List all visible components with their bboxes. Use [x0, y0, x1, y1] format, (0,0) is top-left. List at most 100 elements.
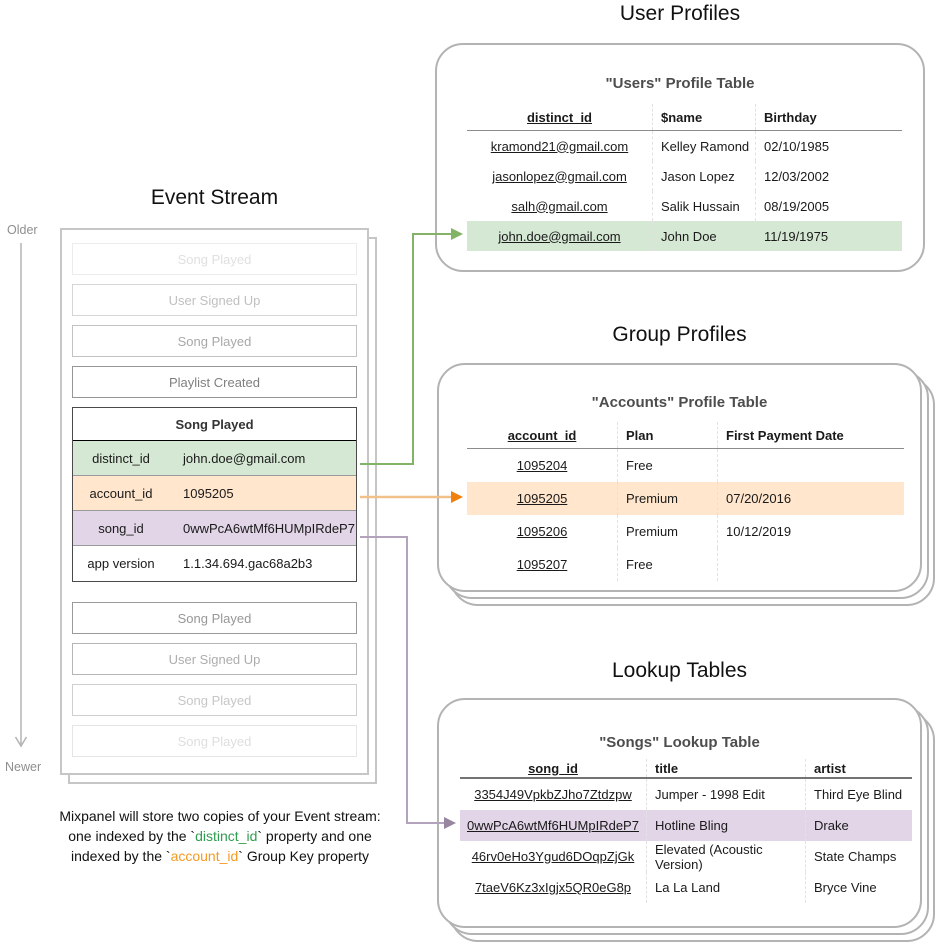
users-table: distinct_id $name Birthday kramond21@gma… — [467, 104, 902, 251]
cell-distinct-id: jasonlopez@gmail.com — [492, 168, 627, 184]
expanded-event-title: Song Played — [73, 408, 356, 441]
event-box: Song Played — [72, 325, 357, 357]
user-profiles-title: User Profiles — [619, 2, 741, 25]
table-row-highlighted: 1095205 Premium 07/20/2016 — [467, 482, 904, 515]
cell-name: Salik Hussain — [652, 191, 755, 221]
cell-artist: State Champs — [805, 841, 912, 872]
accounts-profile-card: "Accounts" Profile Table account_id Plan… — [437, 363, 922, 592]
cell-birthday: 08/19/2005 — [755, 191, 902, 221]
event-property-row-distinct-id: distinct_id john.doe@gmail.com — [73, 441, 356, 476]
event-property-row-account-id: account_id 1095205 — [73, 476, 356, 511]
cell-first-payment-date: 10/12/2019 — [717, 515, 904, 548]
property-key: app version — [87, 556, 155, 571]
cell-distinct-id: kramond21@gmail.com — [490, 138, 629, 154]
event-label: Song Played — [177, 610, 252, 626]
users-profile-card: "Users" Profile Table distinct_id $name … — [435, 43, 925, 272]
cell-artist: Drake — [805, 810, 912, 841]
event-box: Playlist Created — [72, 366, 357, 398]
column-header-plan: Plan — [617, 422, 717, 448]
property-value: 0wwPcA6wtMf6HUMpIRdeP7 — [183, 520, 355, 536]
property-key: account_id — [89, 485, 153, 501]
table-row-highlighted: 0wwPcA6wtMf6HUMpIRdeP7 Hotline Bling Dra… — [460, 810, 912, 841]
users-table-header: distinct_id $name Birthday — [467, 104, 902, 131]
cell-plan: Free — [617, 449, 717, 482]
cell-plan: Premium — [617, 482, 717, 515]
event-box: User Signed Up — [72, 643, 357, 675]
cell-song-id: 0wwPcA6wtMf6HUMpIRdeP7 — [467, 818, 639, 833]
property-value: john.doe@gmail.com — [183, 450, 306, 466]
table-row: 46rv0eHo3Ygud6DOqpZjGk Elevated (Acousti… — [460, 841, 912, 872]
cell-song-id: 46rv0eHo3Ygud6DOqpZjGk — [471, 849, 635, 864]
caption-line1: Mixpanel will store two copies of your E… — [59, 808, 381, 824]
cell-first-payment-date — [717, 548, 904, 581]
cell-name: Jason Lopez — [652, 161, 755, 191]
cell-account-id: 1095205 — [516, 491, 568, 506]
cell-title: Hotline Bling — [646, 810, 805, 841]
event-box: Song Played — [72, 602, 357, 634]
songs-lookup-card: "Songs" Lookup Table song_id title artis… — [437, 698, 922, 928]
column-header-birthday: Birthday — [755, 104, 902, 130]
cell-title: Jumper - 1998 Edit — [646, 779, 805, 810]
event-label: Song Played — [177, 333, 252, 349]
event-box: Song Played — [72, 684, 357, 716]
songs-table-title: "Songs" Lookup Table — [599, 734, 760, 751]
cell-name: John Doe — [652, 221, 755, 251]
table-row: salh@gmail.com Salik Hussain 08/19/2005 — [467, 191, 902, 221]
cell-birthday: 11/19/1975 — [755, 221, 902, 251]
event-stream-container: Song Played User Signed Up Song Played P… — [60, 228, 377, 784]
older-label: Older — [7, 223, 38, 237]
accounts-table-header: account_id Plan First Payment Date — [467, 422, 904, 449]
event-label: Playlist Created — [168, 374, 261, 390]
cell-song-id: 7taeV6Kz3xIgjx5QR0eG8p — [474, 880, 632, 895]
event-property-row-app-version: app version 1.1.34.694.gac68a2b3 — [73, 546, 356, 581]
accounts-table-title: "Accounts" Profile Table — [591, 394, 768, 411]
caption-line3-pre: indexed by the ` — [70, 848, 171, 864]
cell-title: Elevated (Acoustic Version) — [646, 841, 805, 872]
column-header-name: $name — [652, 104, 755, 130]
group-profiles-title: Group Profiles — [612, 323, 747, 346]
expanded-event-card: Song Played distinct_id john.doe@gmail.c… — [72, 407, 357, 582]
column-header-song-id: song_id — [528, 760, 578, 776]
cell-account-id: 1095204 — [516, 458, 568, 473]
cell-first-payment-date: 07/20/2016 — [717, 482, 904, 515]
cell-plan: Free — [617, 548, 717, 581]
cell-account-id: 1095206 — [516, 524, 568, 539]
caption: Mixpanel will store two copies of your E… — [30, 806, 410, 866]
caption-line2-pre: one indexed by the ` — [68, 828, 196, 844]
songs-table: song_id title artist 3354J49VpkbZJho7Ztd… — [460, 759, 912, 903]
table-row: 7taeV6Kz3xIgjx5QR0eG8p La La Land Bryce … — [460, 872, 912, 903]
event-label: User Signed Up — [168, 292, 261, 308]
column-header-account-id: account_id — [507, 427, 577, 443]
event-property-row-song-id: song_id 0wwPcA6wtMf6HUMpIRdeP7 — [73, 511, 356, 546]
caption-line3-post: ` Group Key property — [238, 848, 370, 864]
caption-distinct-id: distinct_id — [195, 828, 258, 844]
column-header-distinct-id: distinct_id — [526, 109, 592, 125]
column-header-title: title — [646, 759, 805, 777]
property-key: distinct_id — [92, 450, 150, 466]
event-label: Song Played — [177, 733, 252, 749]
column-header-first-payment-date: First Payment Date — [717, 422, 904, 448]
event-box: Song Played — [72, 725, 357, 757]
property-key: song_id — [98, 520, 144, 536]
table-row: 1095206 Premium 10/12/2019 — [467, 515, 904, 548]
table-row: jasonlopez@gmail.com Jason Lopez 12/03/2… — [467, 161, 902, 191]
cell-birthday: 02/10/1985 — [755, 131, 902, 161]
accounts-table: account_id Plan First Payment Date 10952… — [467, 422, 904, 581]
cell-artist: Bryce Vine — [805, 872, 912, 903]
event-stream-title: Event Stream — [150, 186, 279, 209]
event-label: Song Played — [177, 251, 252, 267]
table-row: 1095204 Free — [467, 449, 904, 482]
users-table-title: "Users" Profile Table — [605, 75, 755, 92]
cell-first-payment-date — [717, 449, 904, 482]
cell-account-id: 1095207 — [516, 557, 568, 572]
caption-account-id: account_id — [170, 848, 239, 864]
event-label: Song Played — [177, 692, 252, 708]
column-header-artist: artist — [805, 759, 912, 777]
table-row: 1095207 Free — [467, 548, 904, 581]
songs-table-header: song_id title artist — [460, 759, 912, 779]
event-stream-sheet: Song Played User Signed Up Song Played P… — [60, 228, 369, 775]
cell-plan: Premium — [617, 515, 717, 548]
event-label: User Signed Up — [168, 651, 261, 667]
timeline-down-arrow — [14, 243, 28, 748]
